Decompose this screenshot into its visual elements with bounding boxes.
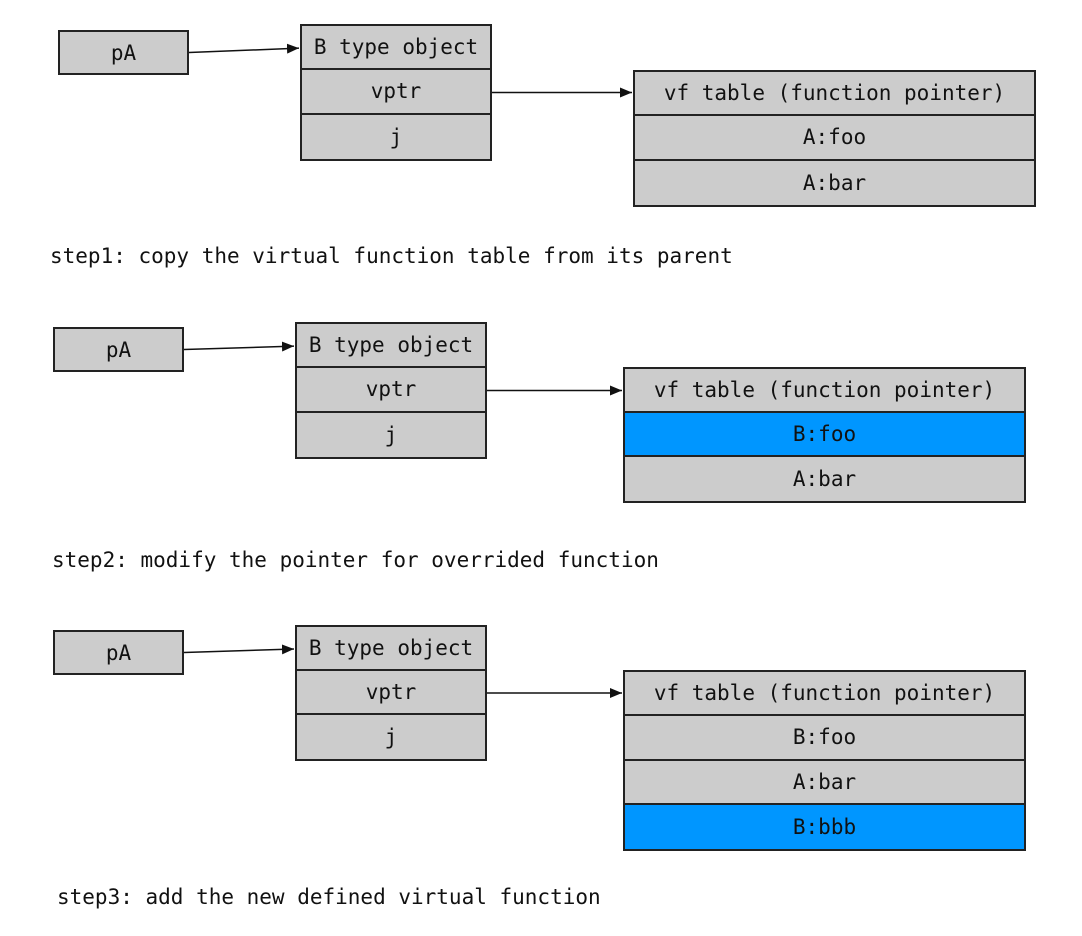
vtable-title: vf table (function pointer) [625,672,1024,717]
pointer-label: pA [105,640,132,665]
pointer-box: pA [58,30,189,75]
object-field-vptr: vptr [302,70,490,115]
pointer-arrow [183,644,295,655]
object-field-j: j [384,725,398,749]
object-field-vptr: vptr [297,671,485,715]
object-field-j: j [389,124,403,149]
pointer-box: pA [53,327,184,372]
pointer-arrow [188,43,300,54]
vtable-title: vf table (function pointer) [625,369,1024,413]
step-caption: step2: modify the pointer for overrided … [52,548,659,572]
object-field-j: j [384,422,398,447]
vtable-entry: A:bar [802,170,867,195]
pointer-label: pA [110,40,137,65]
vtable-entry: A:bar [625,761,1024,805]
object-title: B type object [302,26,490,71]
vtable-entry: B:foo [625,716,1024,761]
step-caption: step1: copy the virtual function table f… [50,244,733,268]
pointer-arrow [183,341,295,352]
object-field-vptr: vptr [297,368,485,413]
vtable-entry: B:bbb [625,804,1024,849]
step-caption: step3: add the new defined virtual funct… [57,885,601,909]
object-title: B type object [297,324,485,369]
vtable-title: vf table (function pointer) [635,72,1034,117]
object-title: B type object [297,627,485,671]
vtable-entry: B:foo [625,413,1024,457]
pointer-box: pA [53,630,184,675]
vtable-entry: A:bar [792,467,857,491]
vtable-entry: A:foo [635,116,1034,161]
pointer-label: pA [105,337,132,362]
